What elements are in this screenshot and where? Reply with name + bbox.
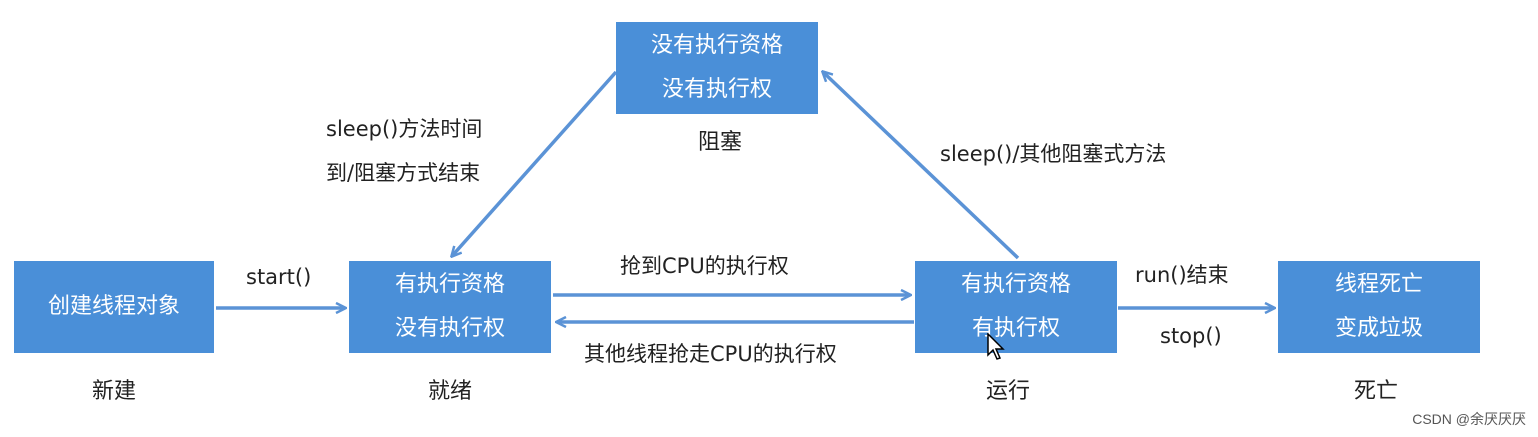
label-start: start() [246, 265, 312, 289]
state-blocked-box: 没有执行资格 没有执行权 [616, 22, 818, 114]
label-run-end: run()结束 [1135, 263, 1229, 287]
state-ready-line2: 没有执行权 [394, 316, 505, 341]
label-unblock-line2: 到/阻塞方式结束 [326, 161, 481, 185]
label-lose-cpu: 其他线程抢走CPU的执行权 [584, 342, 837, 366]
state-blocked-line2: 没有执行权 [661, 77, 772, 102]
state-running-line2: 有执行权 [971, 316, 1060, 341]
state-running-box: 有执行资格 有执行权 [915, 261, 1117, 353]
label-stop: stop() [1160, 324, 1222, 348]
state-dead-line1: 线程死亡 [1334, 272, 1423, 297]
arrow-blocked-to-ready [452, 70, 618, 256]
state-new-caption: 新建 [91, 379, 136, 404]
arrow-running-to-blocked [823, 72, 1020, 260]
state-ready-line1: 有执行资格 [394, 272, 505, 297]
state-dead-caption: 死亡 [1353, 379, 1398, 404]
mouse-cursor-icon [987, 333, 1005, 360]
watermark: CSDN @余厌厌厌 [1412, 411, 1526, 427]
label-grab-cpu: 抢到CPU的执行权 [620, 254, 789, 278]
state-blocked-line1: 没有执行资格 [650, 33, 783, 58]
state-dead-box: 线程死亡 变成垃圾 [1278, 261, 1480, 353]
label-to-blocked: sleep()/其他阻塞式方法 [940, 142, 1167, 166]
state-ready-box: 有执行资格 没有执行权 [349, 261, 551, 353]
state-blocked-caption: 阻塞 [697, 130, 742, 155]
state-running-line1: 有执行资格 [960, 272, 1071, 297]
label-unblock-line1: sleep()方法时间 [326, 117, 483, 141]
state-new-line1: 创建线程对象 [47, 294, 180, 319]
state-new-box: 创建线程对象 [14, 261, 214, 353]
state-ready-caption: 就绪 [427, 379, 472, 404]
state-running-caption: 运行 [985, 379, 1030, 404]
state-dead-line2: 变成垃圾 [1334, 316, 1423, 341]
